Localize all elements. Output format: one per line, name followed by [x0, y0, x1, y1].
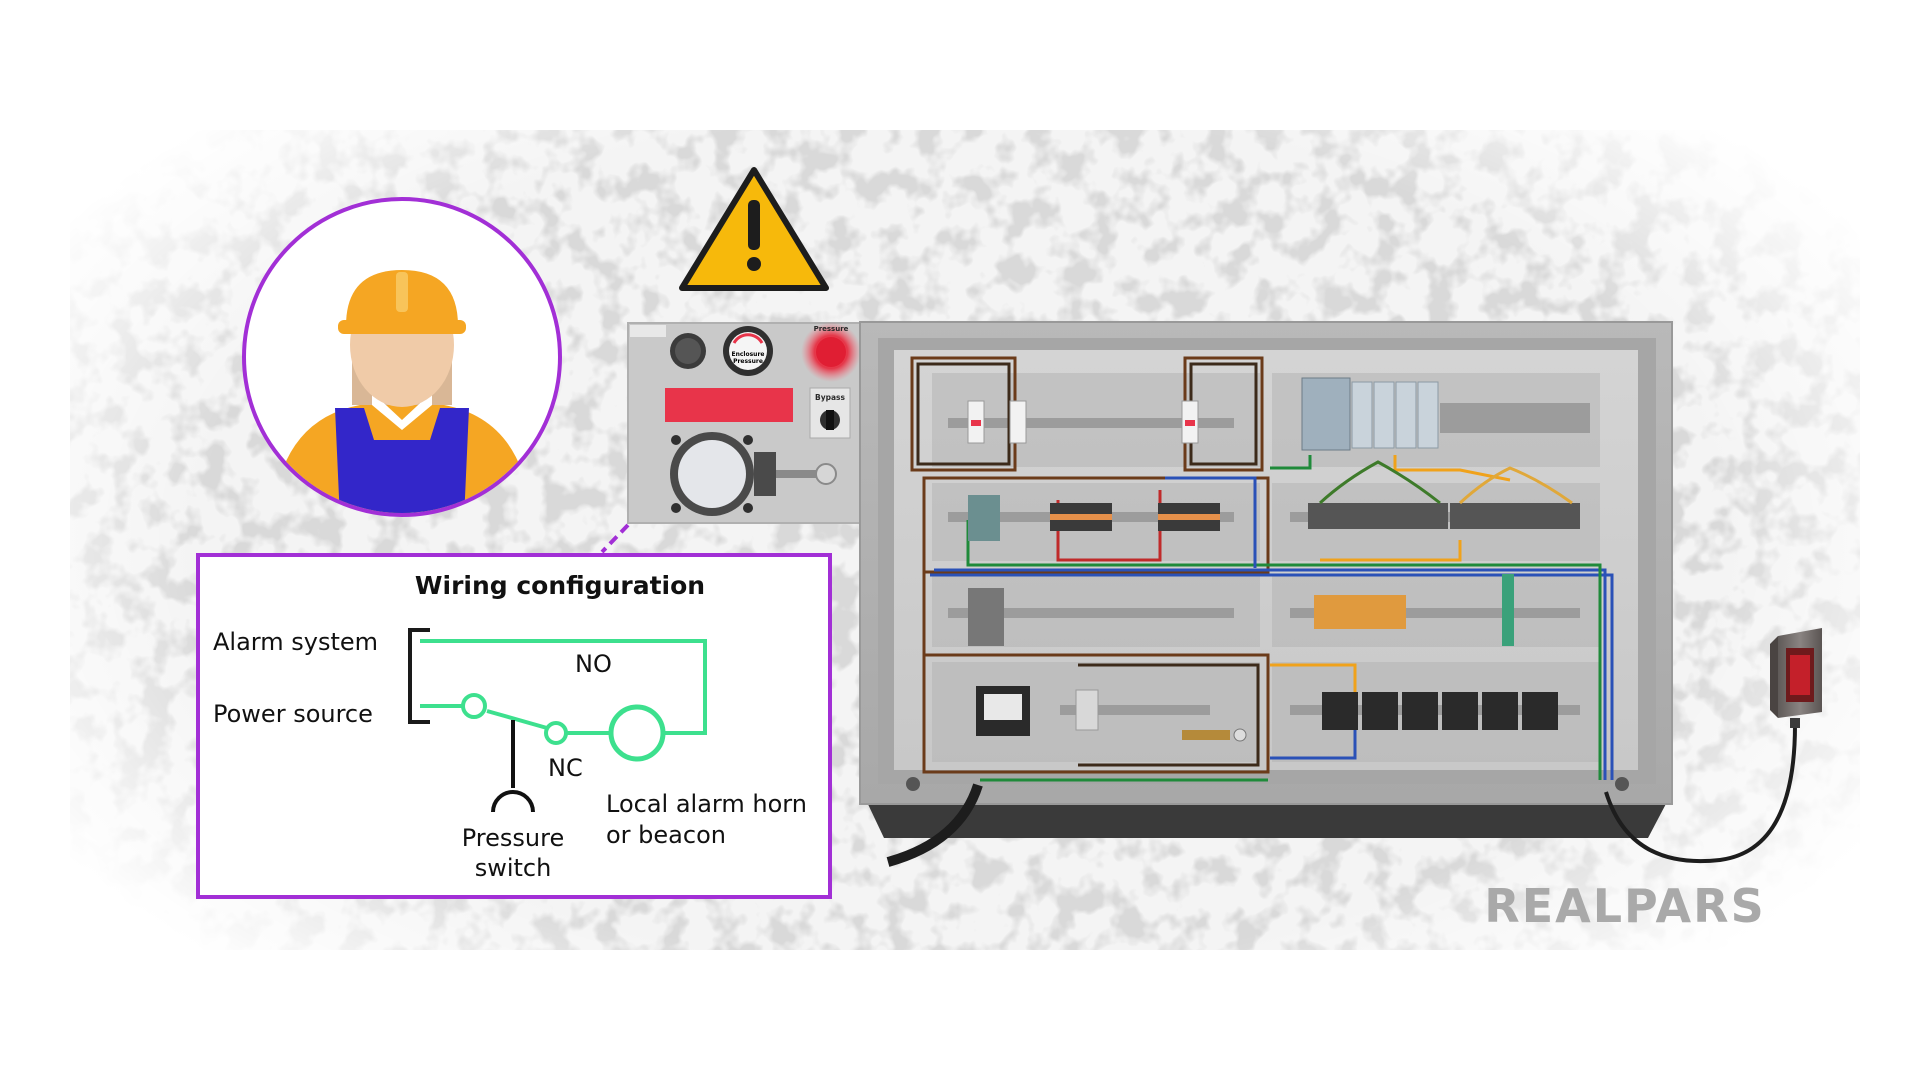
- alarm-system-label: Alarm system: [213, 628, 378, 656]
- enclosure-pressure-gauge: Enclosure Pressure: [723, 326, 773, 376]
- wiring-configuration-callout: Wiring configuration Alarm system Power …: [196, 553, 832, 899]
- circuit-breakers: [967, 400, 1199, 444]
- worker-avatar: [242, 197, 562, 517]
- warning-icon: [679, 167, 829, 291]
- photo-sensor-icon: [1770, 628, 1822, 728]
- plc-rack: [1301, 377, 1439, 451]
- sensor-cable: [1604, 724, 1797, 864]
- power-source-label: Power source: [213, 700, 373, 728]
- power-cable: [886, 783, 983, 867]
- alarm-horn-label-line1: Local alarm horn: [606, 790, 807, 818]
- pressure-switch-label-line2: switch: [475, 854, 552, 882]
- terminal-bracket: [408, 628, 430, 724]
- power-components: [976, 686, 1558, 742]
- pressure-switch-symbol: [491, 720, 535, 813]
- gauge-label-line2: Pressure: [733, 358, 763, 365]
- bypass-label: Bypass: [815, 393, 845, 402]
- realpars-logo: REALPARS: [1484, 879, 1765, 933]
- terminal-blocks: [968, 460, 1580, 646]
- nc-label: NC: [548, 754, 583, 782]
- enclosure-cabinet: [859, 321, 1673, 838]
- alarm-circuit: [420, 639, 707, 762]
- pressure-light-label: Pressure: [814, 325, 849, 333]
- pressure-switch-label-line1: Pressure: [462, 824, 564, 852]
- purge-valve: [670, 432, 837, 516]
- gauge-label-line1: Enclosure: [732, 351, 765, 358]
- bypass-switch: Bypass: [809, 387, 851, 439]
- callout-connector: [600, 523, 630, 554]
- callout-title: Wiring configuration: [415, 571, 705, 600]
- door-control-panel: Enclosure Pressure Pressure Bypass: [627, 322, 899, 524]
- alarm-horn-label-line2: or beacon: [606, 821, 726, 849]
- no-label: NO: [575, 650, 612, 678]
